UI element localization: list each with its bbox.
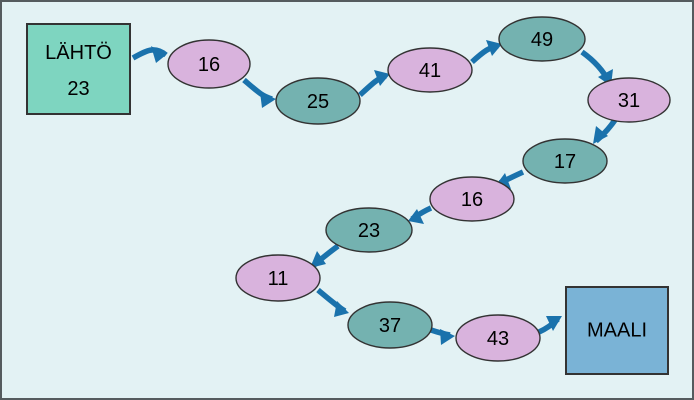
arrow-head-icon	[151, 46, 166, 63]
node-label: 11	[268, 268, 289, 290]
arrow-n10-to-n11	[430, 327, 455, 345]
node-n3[interactable]: 41	[387, 47, 473, 93]
node-label: 16	[198, 54, 220, 76]
edge-layer	[131, 40, 618, 345]
arrow-head-icon	[593, 126, 608, 144]
node-n10[interactable]: 37	[347, 301, 433, 349]
node-ellipse[interactable]	[167, 39, 251, 89]
node-n8[interactable]: 23	[325, 207, 413, 253]
node-label: 41	[419, 60, 441, 82]
node-ellipse[interactable]	[387, 47, 473, 93]
arrow-n11-to-end	[537, 316, 562, 335]
node-label: 37	[379, 315, 401, 337]
node-ellipse[interactable]	[347, 301, 433, 349]
start-terminal-box[interactable]	[26, 23, 131, 115]
node-n2[interactable]: 25	[275, 77, 361, 125]
end-terminal-box[interactable]	[565, 286, 669, 375]
node-n5[interactable]: 31	[587, 77, 671, 123]
arrow-line-icon	[131, 47, 168, 61]
end-terminal[interactable]: MAALI	[565, 286, 669, 375]
arrow-n2-to-n3	[358, 70, 390, 98]
start-terminal-value: 23	[67, 78, 89, 100]
arrow-n1-to-n2	[242, 77, 276, 108]
node-ellipse[interactable]	[275, 77, 361, 125]
node-label: 17	[554, 151, 576, 173]
arrow-head-icon	[440, 329, 455, 345]
arrow-head-icon	[334, 301, 349, 317]
node-ellipse[interactable]	[498, 16, 586, 62]
node-n4[interactable]: 49	[498, 16, 586, 62]
node-label: 43	[487, 328, 509, 350]
node-n7[interactable]: 16	[429, 176, 515, 222]
arrow-n5-to-n6	[593, 118, 618, 144]
node-label: 31	[618, 90, 640, 112]
node-label: 25	[307, 91, 329, 113]
arrow-head-icon	[260, 92, 276, 108]
node-n11[interactable]: 43	[455, 314, 541, 362]
node-label: 23	[358, 220, 380, 242]
node-label: 16	[461, 189, 483, 211]
arrow-head-icon	[310, 251, 326, 268]
node-n1[interactable]: 16	[167, 39, 251, 89]
arrow-head-icon	[374, 70, 390, 86]
start-terminal-label: LÄHTÖ	[45, 42, 112, 64]
node-ellipse[interactable]	[587, 77, 671, 123]
arrow-n8-to-n9	[310, 243, 340, 268]
node-ellipse[interactable]	[429, 176, 515, 222]
arrow-n7-to-n8	[408, 205, 433, 224]
node-ellipse[interactable]	[325, 207, 413, 253]
arrow-head-icon	[546, 316, 562, 331]
node-ellipse[interactable]	[455, 314, 541, 362]
node-layer: 16 25 41 49 31 17 16 23 11 37 43	[167, 16, 671, 362]
node-n6[interactable]: 17	[522, 138, 608, 184]
node-label: 49	[531, 29, 553, 51]
start-terminal[interactable]: LÄHTÖ 23	[26, 23, 131, 115]
arrow-head-icon	[408, 209, 424, 224]
node-ellipse[interactable]	[522, 138, 608, 184]
arrow-head-icon	[486, 40, 502, 56]
end-terminal-label: MAALI	[587, 320, 647, 342]
node-n9[interactable]: 11	[235, 254, 321, 302]
arrow-n3-to-n4	[470, 40, 502, 65]
arrow-start-to-n1	[131, 46, 168, 63]
node-ellipse[interactable]	[235, 254, 321, 302]
arrow-n9-to-n10	[316, 287, 349, 317]
